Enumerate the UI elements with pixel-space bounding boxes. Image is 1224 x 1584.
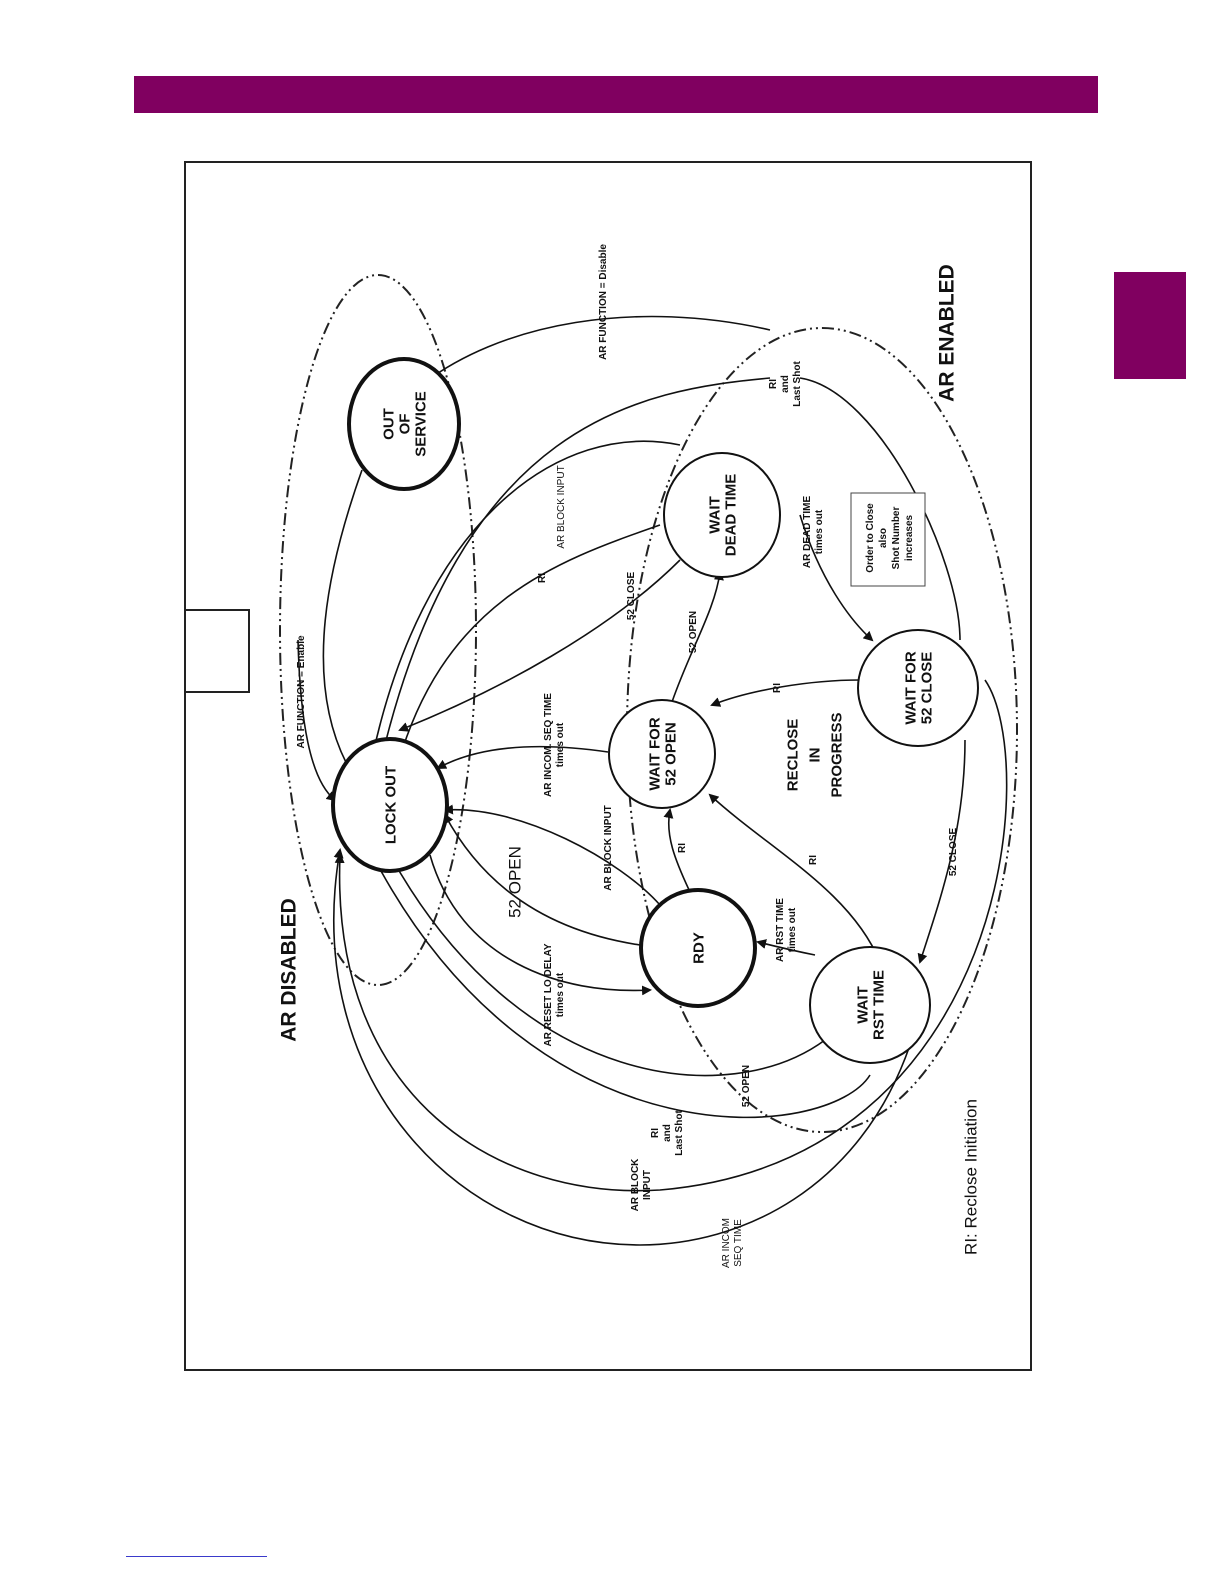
chapter-tab	[1114, 272, 1186, 379]
edge-rdy-block-input	[443, 804, 661, 906]
edge-label-52-open-rdy: 52 OPEN	[506, 846, 525, 918]
edge-rdy-52-open	[444, 813, 641, 946]
region-label-ar-disabled: AR DISABLED	[278, 898, 301, 1042]
state-label-lock-out: LOCK OUT	[383, 766, 400, 844]
edge-ri-dead-time	[392, 524, 661, 777]
edge-rst-ri-to-52-open	[708, 793, 881, 963]
edge-label-ar-block-input-rdy: AR BLOCK INPUT	[603, 805, 614, 891]
edge-label-ar-rst-time-times-out: AR RST TIMEtimes out	[775, 898, 798, 962]
state-lock-out	[331, 737, 449, 873]
edge-ar-function-enable	[297, 639, 337, 802]
edge-52-open-to-dead-time	[671, 570, 724, 703]
edge-52-close-dead-time	[398, 559, 681, 732]
note-box	[850, 492, 926, 587]
legend-text: RI: Reclose Initiation	[961, 1099, 980, 1255]
edge-ri-last-shot-bottom	[374, 858, 871, 1119]
edge-wait-close-to-rst	[917, 739, 966, 964]
transition-edges	[297, 315, 1008, 1246]
footer-rule	[126, 1556, 267, 1557]
edge-out-of-service-to-lock-out	[322, 469, 363, 772]
edge-label-ri-last-shot-bottom: RIandLast Shot	[650, 1110, 685, 1156]
edge-last-shot-loop	[799, 377, 961, 641]
edge-reset-lo-delay	[429, 854, 652, 996]
edge-label-ar-block-input-bottom: AR BLOCKINPUT	[630, 1158, 653, 1212]
state-out-of-service	[347, 357, 461, 491]
edge-label-ar-reset-lo-delay: AR RESET LO DELAYtimes out	[543, 943, 566, 1046]
state-wait-for-52-close	[857, 629, 979, 747]
state-label-rdy: RDY	[691, 932, 708, 964]
edge-rst-time-out-to-rdy	[756, 939, 816, 956]
edge-rst-52-open	[389, 853, 826, 1077]
state-wait-for-52-open	[608, 699, 716, 809]
edge-label-ar-block-input-top: AR BLOCK INPUT	[556, 465, 567, 548]
frame-tab-box	[184, 609, 250, 693]
header-bar	[134, 76, 1098, 113]
edge-ar-function-disable	[413, 315, 771, 392]
edge-label-ar-function-disable: AR FUNCTION = Disable	[598, 244, 609, 360]
edge-label-ar-incom-seq-time-out: AR INCOM. SEQ TIMEtimes out	[543, 693, 566, 797]
edge-label-52-close-rst: 52 CLOSE	[948, 828, 959, 877]
edge-ar-block-input-top	[366, 440, 681, 770]
edge-dead-time-to-wait-close	[799, 514, 874, 642]
states	[331, 357, 979, 1064]
edge-ri-wait-close-to-52-open	[710, 679, 861, 707]
state-wait-dead-time	[663, 452, 781, 578]
edge-label-ar-function-enable: AR FUNCTION = Enable	[296, 635, 307, 749]
edge-ri-last-shot-top	[376, 377, 771, 767]
edge-rdy-ri-to-52-open	[663, 808, 691, 893]
ar-enabled-region	[626, 327, 1018, 1133]
state-label-wait-for-52-close: WAIT FOR52 CLOSE	[903, 651, 936, 724]
diagram-frame	[184, 161, 1032, 1371]
edge-ar-incom-seq-bottom	[333, 848, 911, 1246]
edge-label-ri-last-shot-top: RIandLast Shot	[768, 361, 803, 407]
ar-disabled-region	[279, 274, 477, 986]
edge-incom-seq-to-lock-out	[436, 745, 609, 769]
edge-label-52-close-dead-time: 52 CLOSE	[626, 572, 637, 621]
state-label-wait-for-52-open: WAIT FOR52 OPEN	[647, 717, 680, 790]
state-wait-rst-time	[809, 946, 931, 1064]
edge-label-ri-rst: RI	[808, 855, 819, 865]
edge-label-ri-to-52-open: RI	[772, 683, 783, 693]
labels: OUTOFSERVICE LOCK OUT RDY WAIT FOR52 OPEN WA…	[278, 244, 981, 1268]
edge-label-ar-dead-time-times-out: AR DEAD TIMEtimes out	[802, 496, 825, 569]
edge-label-52-open-rst: 52 OPEN	[741, 1065, 752, 1107]
state-label-out-of-service: OUTOFSERVICE	[381, 391, 430, 457]
edge-label-52-open-to-dead-time: 52 OPEN	[688, 611, 699, 653]
edge-label-ri-rdy: RI	[677, 843, 688, 853]
region-label-ar-enabled: AR ENABLED	[936, 264, 959, 402]
edge-label-ri-dead-time: RI	[537, 573, 548, 583]
state-label-wait-dead-time: WAITDEAD TIME	[707, 474, 740, 557]
state-label-wait-rst-time: WAITRST TIME	[855, 970, 888, 1040]
edge-ar-block-input-bottom	[334, 679, 1008, 1192]
edge-label-ar-incom-seq-time-bottom: AR INCOMSEQ TIME	[721, 1218, 744, 1268]
state-rdy	[639, 888, 757, 1008]
